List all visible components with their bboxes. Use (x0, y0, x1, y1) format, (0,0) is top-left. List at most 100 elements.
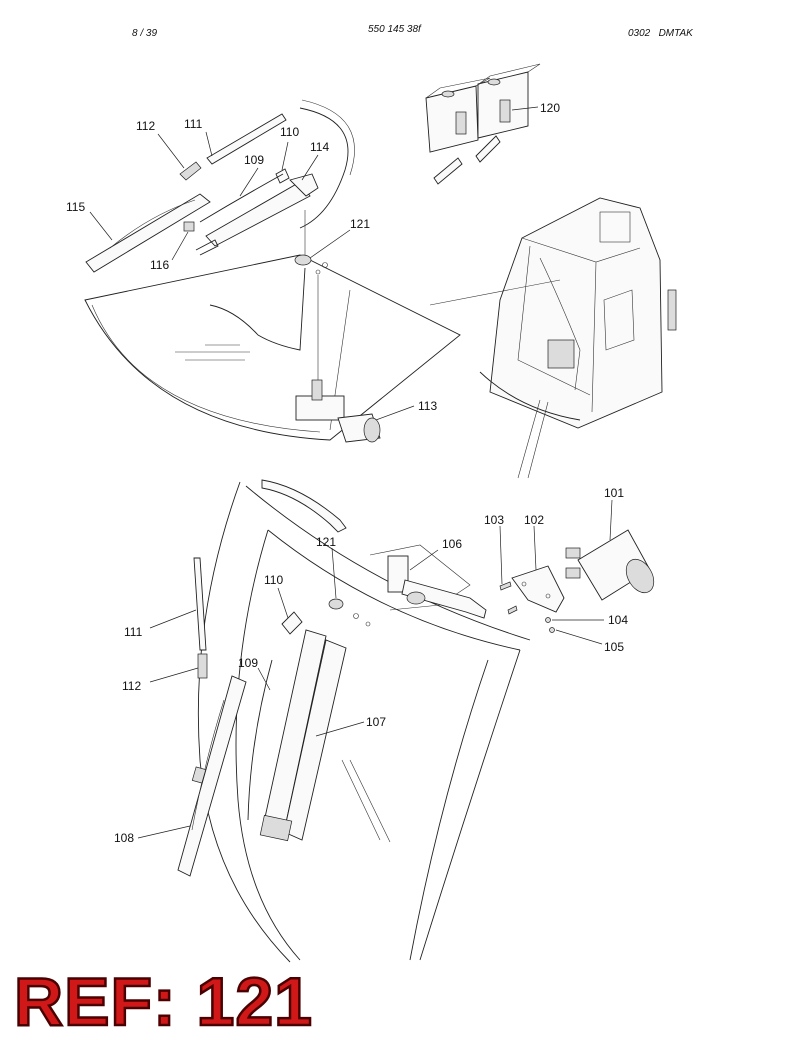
callout-109: 109 (244, 153, 264, 167)
washer-hose-upper (209, 267, 306, 351)
cab-frame (521, 237, 641, 413)
linkage-pivot (406, 591, 426, 605)
motor-shaft (311, 379, 323, 401)
callout-121: 121 (350, 217, 370, 231)
callout-115: 115 (66, 200, 85, 214)
washer-hose-111 (206, 113, 287, 165)
cab-seat (547, 339, 575, 369)
upper-window-assembly (84, 99, 461, 443)
wiper-arm-base (259, 814, 293, 842)
glass-reflection (349, 759, 391, 843)
callout-116: 116 (150, 258, 169, 272)
callout-112: 112 (136, 119, 155, 133)
callout-101: 101 (604, 486, 624, 500)
blade-clip (191, 766, 207, 784)
linkage-rod (401, 579, 487, 619)
motor-terminal (565, 547, 581, 559)
blade-clip-116 (183, 221, 195, 232)
callout-104: 104 (608, 613, 628, 627)
lower-windshield-assembly (177, 479, 655, 963)
upper-window-pane (84, 254, 461, 441)
reservoir-hose (433, 157, 463, 185)
document-code: 0302 DMTAK (628, 28, 693, 39)
mounting-nut-121 (328, 598, 344, 610)
windshield-right-outer (419, 649, 521, 961)
washer-104 (545, 617, 551, 623)
leader-lines (89, 106, 613, 839)
reservoir-cap (487, 78, 501, 86)
wiper-blade-spine (109, 199, 196, 249)
cab-side-window (603, 289, 635, 351)
cab-structure (429, 197, 677, 479)
upper-window-edge (91, 304, 321, 433)
reference-line (517, 399, 541, 479)
callout-105: 105 (604, 640, 624, 654)
upper-frame-arc-inner (301, 99, 355, 176)
washer-hose-top (261, 479, 347, 533)
motor-terminal (565, 567, 581, 579)
wiper-blade-108 (177, 675, 247, 877)
glass-reflection (341, 759, 381, 841)
windshield-top-outer (245, 485, 531, 641)
washer-hose-111 (193, 557, 207, 651)
screw (507, 605, 518, 615)
callout-110-lower: 110 (264, 573, 283, 587)
mounting-hole (315, 269, 321, 275)
mounting-hole (365, 621, 371, 627)
washer-nozzle-112 (179, 161, 202, 181)
windshield-top-edge (267, 529, 521, 651)
windshield-inner-left (235, 529, 301, 961)
cab-roof-opening (599, 211, 631, 243)
callout-102: 102 (524, 513, 544, 527)
cab-body (489, 197, 663, 429)
motor-end-cap (625, 558, 655, 594)
reference-line (527, 401, 549, 479)
reservoir-pump (455, 111, 467, 135)
washer-reservoirs-120 (425, 63, 541, 185)
cab-floor-edge (479, 371, 581, 421)
nut-105 (549, 627, 555, 633)
callout-113: 113 (418, 399, 437, 413)
page-number: 8 / 39 (132, 28, 158, 39)
callout-111: 111 (184, 117, 203, 131)
wiper-arm-107-second (283, 639, 347, 841)
cab-side-bracket (667, 289, 677, 331)
windshield-outer-left (197, 481, 291, 963)
reservoir-cap (441, 90, 455, 98)
callout-103: 103 (484, 513, 504, 527)
screw-103 (499, 581, 512, 591)
upper-frame-arc (299, 107, 349, 229)
reservoir-hose (475, 135, 501, 163)
callout-114: 114 (310, 140, 329, 154)
document-number: 550 145 38f (368, 24, 421, 35)
washer-nozzle-112 (197, 653, 208, 679)
callout-109-lower: 109 (238, 656, 258, 670)
washer-tube-109 (247, 659, 273, 821)
cab-interior (539, 257, 581, 391)
callout-108: 108 (114, 831, 134, 845)
callout-121-lower: 121 (316, 535, 336, 549)
arm-end-hook (195, 239, 219, 256)
reservoir-left (425, 85, 479, 153)
mounting-hole (353, 613, 359, 619)
hose-connector-110 (275, 168, 290, 184)
reservoir-pump (499, 99, 511, 123)
mounting-nut-121 (294, 254, 312, 266)
callout-111-lower: 111 (124, 625, 143, 639)
callout-106: 106 (442, 537, 462, 551)
reference-badge: REF: 121 (13, 964, 314, 1040)
bracket-hole (521, 581, 527, 587)
callout-107: 107 (366, 715, 386, 729)
reservoir-top (425, 63, 541, 99)
motor-end-cap (363, 417, 381, 443)
wiper-linkage-106 (387, 555, 409, 593)
mounting-hole (322, 262, 328, 268)
washer-tube-109 (199, 173, 284, 223)
callout-110: 110 (280, 125, 299, 139)
wiper-blade-spine (191, 699, 225, 831)
bracket-hole (545, 593, 551, 599)
cab-front-pillar (517, 245, 591, 396)
reference-line (429, 279, 561, 306)
